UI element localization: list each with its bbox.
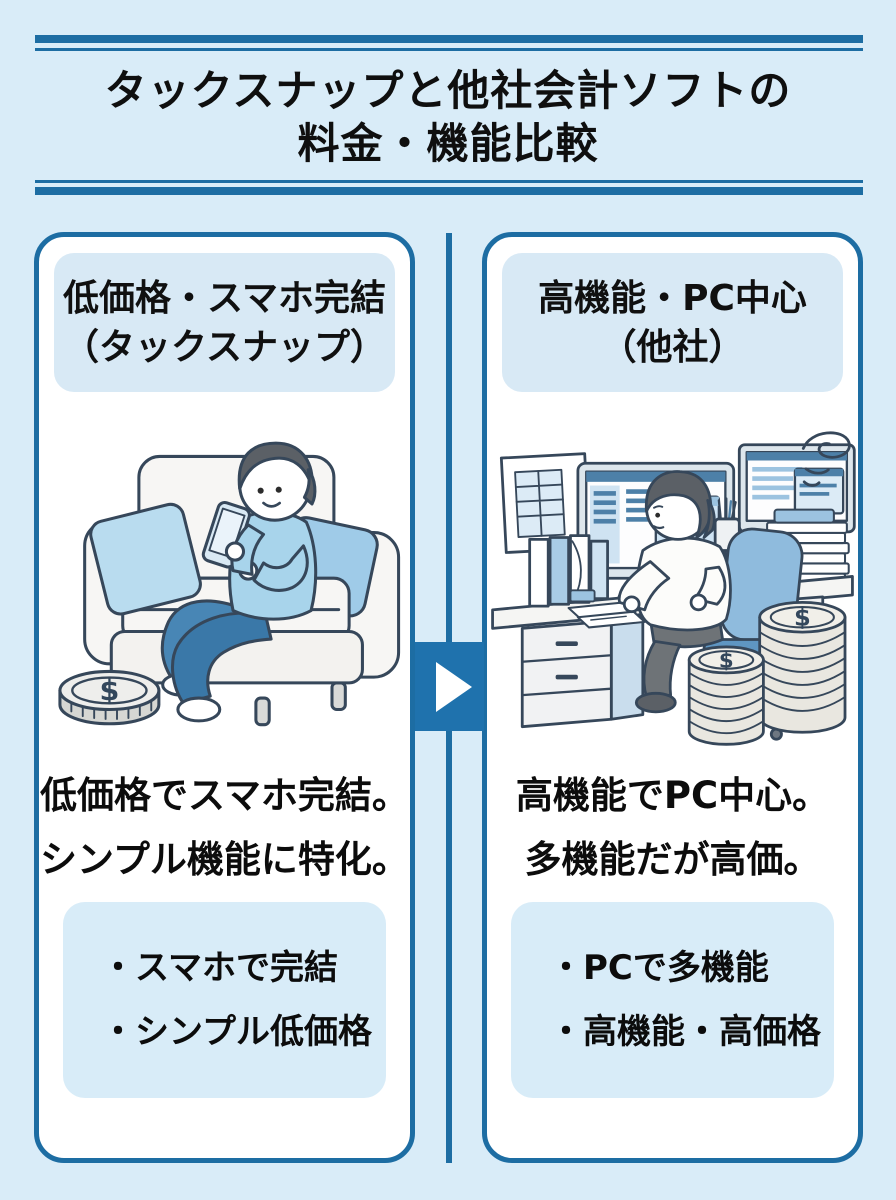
arrow-right-icon [415, 642, 484, 731]
coin-stack-large: $ [758, 601, 847, 734]
dizzy-swirl-icon [801, 431, 851, 487]
taxsnap-description-line1: 低価格でスマホ完結。 [40, 774, 409, 817]
sofa-smartphone-svg: $ [58, 441, 401, 727]
other-header-line2: （他社） [600, 326, 745, 368]
other-bullet-2: ・高機能・高価格 [549, 1012, 821, 1052]
page-title: タックスナップと他社会計ソフトの 料金・機能比較 [0, 64, 896, 170]
coin-stack-small: $ [687, 645, 765, 746]
dollar-sign: $ [99, 674, 119, 707]
other-software-card: 高機能・PC中心 （他社） [482, 232, 863, 1163]
books [528, 534, 609, 608]
taxsnap-header-line2: （タックスナップ） [63, 326, 386, 368]
header-rule-bottom-thin [35, 180, 863, 183]
taxsnap-description: 低価格でスマホ完結。 シンプル機能に特化。 [39, 766, 410, 890]
other-description-line1: 高機能でPC中心。 [515, 774, 830, 817]
other-description-line2: 多機能だが高価。 [524, 838, 821, 881]
other-header-line1: 高機能・PC中心 [538, 277, 807, 319]
sofa-smartphone-illustration: $ [39, 398, 410, 766]
taxsnap-header-line1: 低価格・スマホ完結 [63, 277, 386, 319]
header-rule-bottom-thick [35, 187, 863, 195]
header-rule-top-thin [35, 48, 863, 51]
other-description: 高機能でPC中心。 多機能だが高価。 [487, 766, 858, 890]
taxsnap-card-header: 低価格・スマホ完結 （タックスナップ） [54, 253, 395, 392]
person-with-smartphone [160, 441, 318, 723]
taxsnap-bullet-box: ・スマホで完結 ・シンプル低価格 [63, 902, 386, 1098]
wall-chart [499, 452, 592, 554]
taxsnap-description-line2: シンプル機能に特化。 [40, 838, 409, 881]
taxsnap-bullet-2: ・シンプル低価格 [101, 1012, 372, 1052]
other-bullet-box: ・PCで多機能 ・高機能・高価格 [511, 902, 834, 1098]
dollar-sign: $ [794, 604, 811, 632]
other-bullet-1: ・PCで多機能 [549, 948, 769, 988]
other-software-card-header: 高機能・PC中心 （他社） [502, 253, 843, 392]
pillow [89, 502, 202, 616]
pc-desk-svg: $ $ [491, 431, 856, 746]
taxsnap-card: 低価格・スマホ完結 （タックスナップ） [34, 232, 415, 1163]
pc-desk-illustration: $ $ [487, 398, 858, 766]
page-title-line1: タックスナップと他社会計ソフトの [104, 66, 792, 115]
header-rule-top-thick [35, 35, 863, 43]
person-at-desk [617, 470, 732, 714]
desk-papers [567, 589, 646, 629]
arrow-right-triangle [435, 661, 472, 712]
taxsnap-bullet-1: ・スマホで完結 [101, 948, 338, 988]
dollar-sign: $ [719, 648, 734, 673]
dollar-coin: $ [58, 669, 161, 726]
page-title-line2: 料金・機能比較 [297, 119, 599, 168]
